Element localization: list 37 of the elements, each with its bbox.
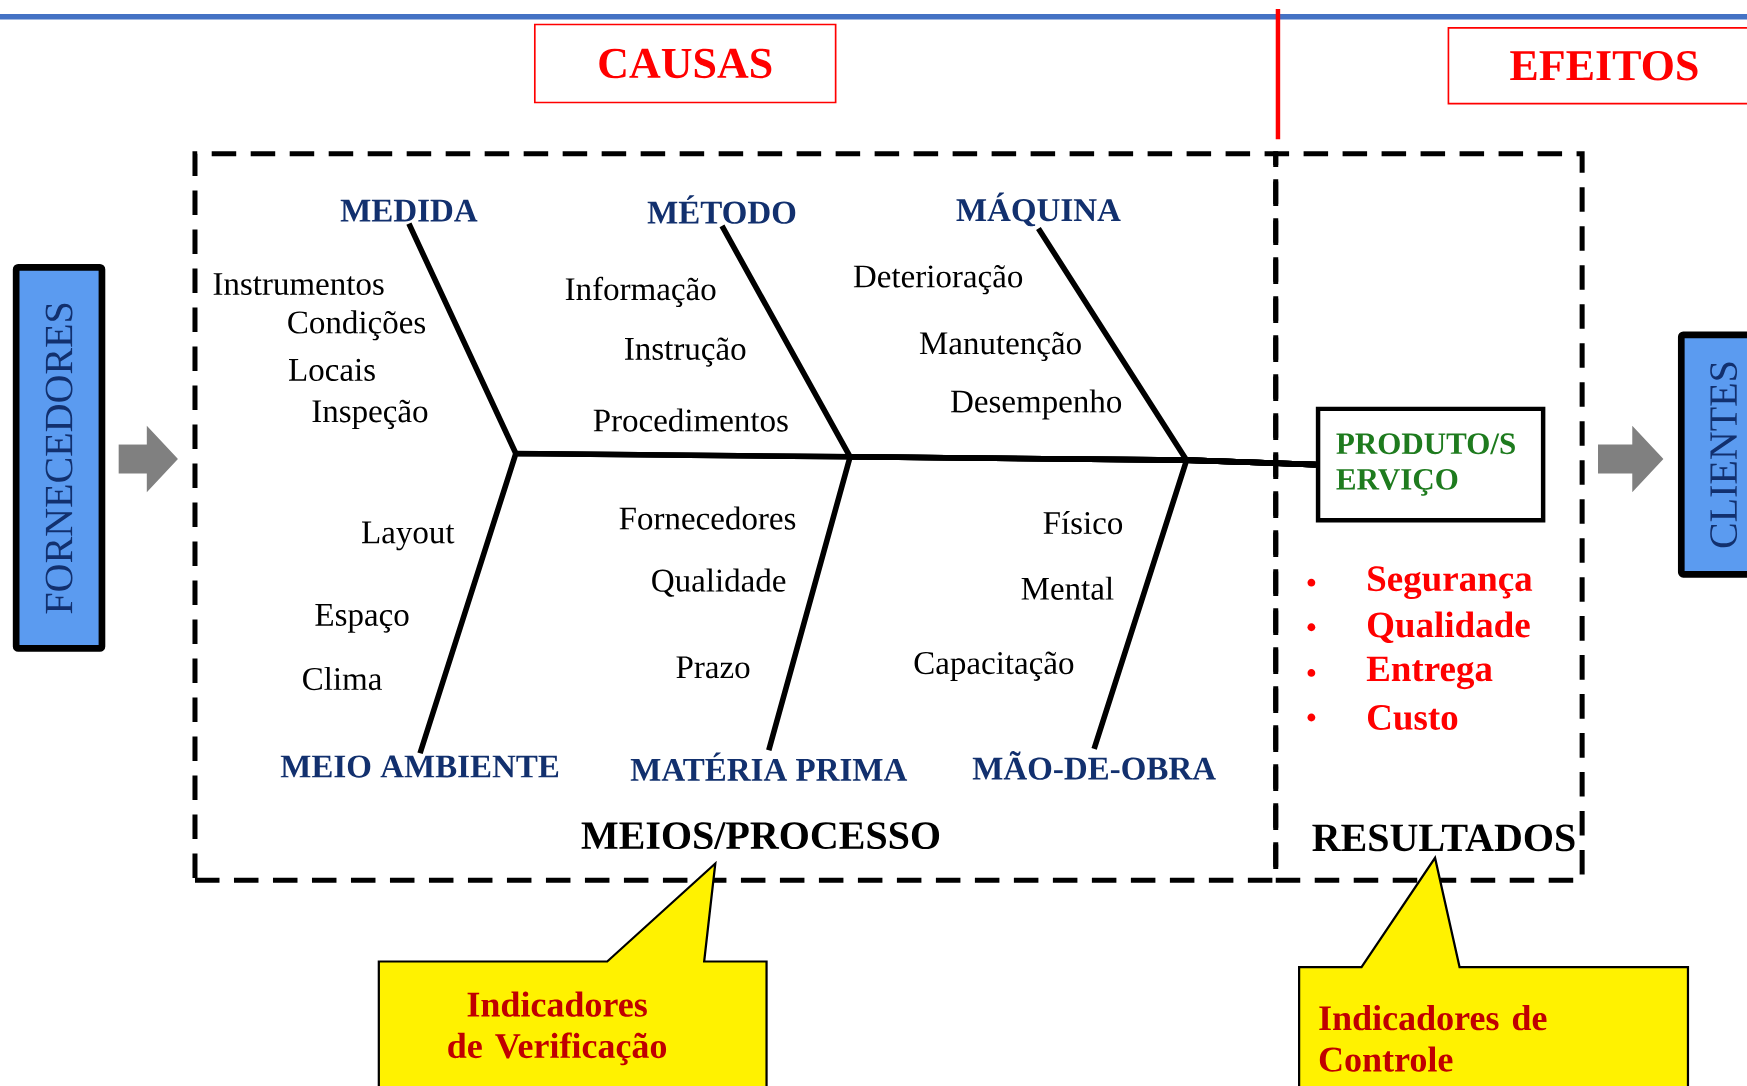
- cause-label: Físico: [1043, 510, 1123, 535]
- cause-label: Capacitação: [914, 651, 1074, 681]
- cause-label: Instrução: [625, 337, 746, 367]
- callout: Indicadores de Controle: [1298, 855, 1690, 1086]
- cause-label: Prazo: [676, 656, 750, 679]
- header-box: EFEITOS: [1447, 26, 1747, 105]
- cause-label: Layout: [362, 521, 455, 551]
- result-label: Qualidade: [1368, 611, 1530, 643]
- category-label: MEDIDA: [340, 199, 478, 222]
- product-box: PRODUTO/S ERVIÇO: [1315, 406, 1546, 523]
- result-label: Entrega: [1366, 656, 1493, 689]
- cause-label: Condições: [288, 310, 426, 341]
- cause-label: Procedimentos: [593, 408, 788, 432]
- side-box: CLIENTES: [1677, 331, 1747, 578]
- fishbone-bone: [1091, 457, 1316, 750]
- cause-label: Inspeção: [312, 399, 428, 429]
- cause-label: Locais: [289, 358, 375, 381]
- cause-label: Espaço: [315, 603, 409, 633]
- category-label: MÉTODO: [647, 195, 796, 224]
- cause-label: Desempenho: [951, 389, 1122, 420]
- category-label: MÃO-DE-OBRA: [972, 750, 1216, 780]
- result-label: Custo: [1368, 704, 1458, 730]
- cause-label: Qualidade: [652, 568, 786, 597]
- cause-label: Instrumentos: [213, 273, 384, 295]
- side-box: FORNECEDORES: [12, 263, 106, 652]
- cause-label: Clima: [303, 666, 382, 690]
- category-label: MEIO AMBIENTE: [280, 755, 559, 778]
- cause-label: Manutenção: [919, 331, 1081, 361]
- header-box: CAUSAS: [533, 23, 837, 104]
- cause-label: Fornecedores: [619, 506, 796, 530]
- callout: Indicadores de Verificação: [377, 860, 768, 1086]
- result-label: Segurança: [1368, 566, 1533, 599]
- category-label: MATÉRIA PRIMA: [630, 752, 908, 781]
- category-label: MÁQUINA: [956, 192, 1121, 227]
- cause-label: Deterioração: [853, 264, 1023, 295]
- cause-label: Informação: [565, 276, 716, 307]
- cause-label: Mental: [1021, 576, 1114, 600]
